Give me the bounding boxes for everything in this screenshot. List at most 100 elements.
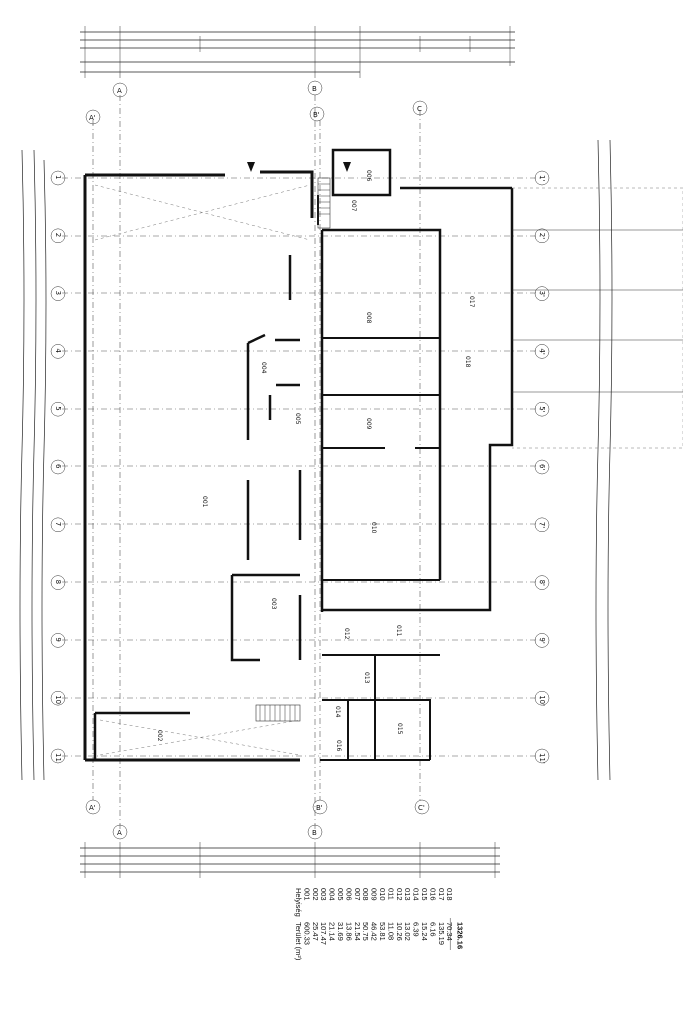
area-table-rows: 001600.3300225.47003107.4700421.1400531.… (302, 888, 454, 945)
area-table-room-area: 21.54 (353, 922, 362, 941)
row-axis-label-right: 11' (538, 753, 546, 764)
area-table-header-room: Helyiség (294, 888, 303, 917)
row-axis-bubble-left (50, 170, 66, 186)
area-table-room-code: 014 (412, 888, 421, 901)
area-table-room-code: 017 (437, 888, 446, 901)
row-axis-label-right: 6' (538, 464, 546, 470)
stair-hatching (255, 177, 331, 722)
area-table-room-code: 007 (353, 888, 362, 901)
row-axis-bubble-right (534, 228, 550, 244)
row-axis-bubble-left (50, 748, 66, 764)
area-table-room-code: 015 (420, 888, 429, 901)
area-table-room-area: 13.86 (344, 922, 353, 941)
room-labels: 001 002 003 004 005 006 007 008 009 010 … (156, 170, 475, 752)
row-axis-bubble-right (534, 401, 550, 417)
area-table-room-code: 003 (319, 888, 328, 901)
row-axis-bubble-left (50, 228, 66, 244)
area-table-room-area: 135.19 (437, 922, 446, 945)
room-label-010: 010 (370, 522, 377, 534)
room-label-009: 009 (365, 418, 372, 430)
row-axis-label-right: 4' (538, 348, 546, 354)
row-axis-lines (62, 177, 540, 757)
area-table-room-area: 25.47 (311, 922, 320, 941)
area-table-room-area: 31.69 (336, 922, 345, 941)
row-axis-bubble-left (50, 690, 66, 706)
axis-label-c-prime-bottom: C' (418, 804, 425, 812)
column-axis-bubbles-bottom: A' A B B' C' (85, 799, 430, 840)
area-table-room-code: 018 (445, 888, 454, 901)
axis-label-b-bottom: B (312, 829, 317, 837)
row-axis-label-left: 5 (54, 406, 62, 410)
row-axis-bubbles-right: 1'2'3'4'5'6'7'8'9'10'11' (534, 170, 550, 764)
area-table-room-area: 21.14 (328, 922, 337, 941)
row-axis-label-right: 7' (538, 522, 546, 528)
room-label-008: 008 (365, 312, 372, 324)
area-table-room-code: 006 (344, 888, 353, 901)
row-axis-label-left: 3 (54, 291, 62, 295)
row-axis-bubble-right (534, 690, 550, 706)
area-table-room-area: 600.33 (302, 922, 311, 945)
area-table-room-code: 010 (378, 888, 387, 901)
row-axis-bubble-right (534, 575, 550, 590)
row-axis-bubble-left (50, 575, 66, 590)
area-table-room-area: 53.81 (378, 922, 387, 941)
row-axis-label-right: 3' (538, 291, 546, 297)
bottom-dimension-lines (80, 842, 500, 878)
row-axis-bubble-right (534, 459, 550, 475)
row-axis-label-left: 1 (54, 175, 62, 179)
axis-label-b-prime-top: B' (313, 111, 320, 119)
row-axis-label-right: 9' (538, 637, 546, 643)
area-table-total: 1326.16 (456, 922, 465, 949)
area-table-room-area: 11.08 (386, 922, 395, 940)
area-table-room-area: 10.26 (395, 922, 404, 941)
axis-label-a-prime-top: A' (89, 114, 96, 122)
row-axis-bubble-left (50, 517, 66, 533)
right-dimension-lines (595, 139, 613, 781)
area-table-room-area: 6.39 (412, 922, 421, 937)
room-label-015: 015 (396, 723, 403, 735)
row-axis-bubble-right (534, 517, 550, 533)
row-axis-bubble-left (50, 633, 66, 648)
row-axis-label-left: 6 (54, 464, 62, 469)
area-table-room-code: 001 (302, 888, 311, 901)
row-axis-bubble-left (50, 401, 66, 417)
room-label-006: 006 (365, 170, 372, 182)
column-axis-lines (92, 95, 421, 830)
row-axis-label-left: 9 (54, 637, 62, 641)
axis-label-c-top: C (417, 105, 422, 113)
row-axis-label-left: 10 (54, 695, 62, 704)
row-axis-label-right: 5' (538, 406, 546, 412)
axis-label-a-top: A (117, 87, 122, 95)
row-axis-bubble-right (534, 748, 550, 764)
area-table-room-code: 004 (328, 888, 337, 901)
area-table-room-code: 005 (336, 888, 345, 901)
row-axis-label-right: 8' (538, 580, 546, 586)
area-table-room-code: 009 (370, 888, 379, 901)
room-label-002: 002 (156, 730, 163, 742)
area-table-header-area: Terület (m²) (294, 922, 303, 961)
row-axis-bubble-right (534, 170, 550, 186)
column-axis-bubbles-top: A' A B B' C (85, 80, 428, 125)
area-table-room-area: 70.34 (445, 922, 454, 941)
row-axis-label-right: 2' (538, 233, 546, 239)
row-axis-bubble-left (50, 459, 66, 475)
axis-label-b-prime-bottom: B' (316, 804, 323, 812)
axis-label-b-top: B (312, 85, 317, 93)
row-axis-label-left: 11 (54, 753, 62, 762)
row-axis-bubble-left (50, 286, 66, 301)
row-axis-label-left: 8 (54, 580, 62, 584)
room-label-012: 012 (343, 628, 350, 640)
area-table-room-code: 013 (403, 888, 412, 901)
area-table-room-code: 011 (386, 888, 395, 900)
area-table-room-code: 002 (311, 888, 320, 901)
area-table-room-area: 6.16 (428, 922, 437, 937)
east-annex-outline (512, 187, 683, 449)
row-axis-bubble-right (534, 633, 550, 648)
area-table-room-code: 016 (428, 888, 437, 901)
row-axis-label-left: 2 (54, 233, 62, 237)
room-label-011: 011 (395, 625, 402, 637)
row-axis-bubble-right (534, 286, 550, 301)
axis-label-a-bottom: A (117, 829, 122, 837)
row-axis-label-left: 4 (54, 348, 62, 353)
